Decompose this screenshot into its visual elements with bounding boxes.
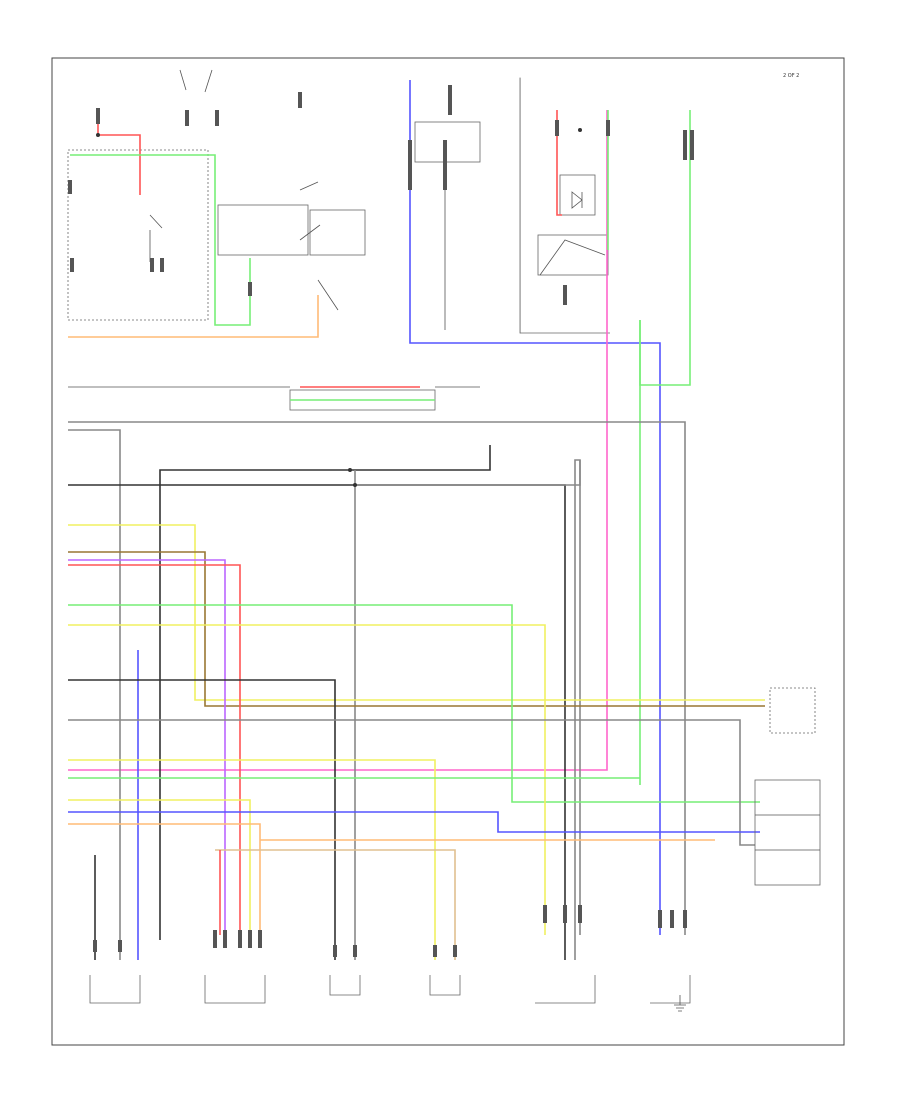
wire-orange-top [68,295,319,338]
wire-yellow-1 [68,524,765,701]
module-divider-1 [755,814,820,851]
connector-icon [213,930,217,948]
splice-points [96,128,582,487]
wire-black-splice-1 [159,445,491,940]
corner-label: 2 OF 2 [783,73,799,79]
wire-yellow-harness [68,624,546,935]
bottom-bracket-5 [535,975,596,1004]
wire-blue-harness [68,811,760,833]
wire-blue-top [409,80,661,935]
bottom-bracket-4 [429,975,461,996]
switch-contact-4 [299,181,321,241]
wire-pink-top [68,110,608,771]
splice-dot [578,128,582,132]
connector-icon [215,110,219,126]
diode-icon [571,191,583,209]
connector-icon [453,945,457,957]
splice-dot [96,133,100,137]
wire-red-right [556,110,562,216]
module-box-upper-right [769,687,816,734]
connector-icon [160,258,164,272]
component-box-switch [309,209,366,256]
relay-coil [539,239,606,276]
wire-gray-splice [354,459,581,960]
wire-black-harness [68,679,336,960]
wire-gray-long-1 [68,421,686,935]
wire-orange-harness [68,823,715,935]
connector-icon [555,120,559,136]
bottom-bracket-2 [204,975,266,1004]
connector-icon [223,930,227,948]
connector-icon [238,930,242,948]
wire-tan-harness [215,849,456,960]
wire-red-harness [68,564,241,935]
connector-icon [448,85,452,115]
wire-gray-long-2 [68,429,121,960]
connector-icon [248,282,252,296]
connector-icon [408,140,412,190]
connector-icon [96,108,100,124]
connector-icon [563,905,567,923]
connector-icon [578,905,582,923]
diode-box [559,174,596,216]
fuse-block [414,121,481,163]
connector-icon [606,120,610,136]
connector-icon [353,945,357,957]
wire-black-splice-2 [68,484,566,960]
switch-contact-3 [317,279,339,311]
connector-icon [185,110,189,126]
connector-icon [70,258,74,272]
connector-icon [443,140,447,190]
wire-red-top [97,110,141,195]
connector-icon [93,940,97,952]
switch-contact-1 [149,214,163,262]
connector-icon [150,258,154,272]
connector-icon [658,910,662,928]
connector-icon [298,92,302,108]
switch-contact-2 [179,69,213,93]
wire-gray-harness-2 [68,719,755,846]
connector-icon [258,930,262,948]
top-right-component-group [520,174,610,334]
connector-icon [670,910,674,928]
connector-icon [543,905,547,923]
connector-pins-top [68,85,694,305]
component-box-relay [217,204,309,256]
connector-pins-bottom [93,905,687,957]
connector-icon [433,945,437,957]
connector-icon [68,180,72,194]
top-left-component-group [67,69,366,321]
wire-yellow-harness-2 [68,759,436,960]
bottom-bracket-1 [89,975,141,1004]
component-box-top-left [67,149,209,321]
bottom-bracket-3 [329,975,361,996]
relay-box-right [537,234,609,276]
wire-yellow-harness-3 [68,799,251,935]
connector-icon [248,930,252,948]
connector-icon [683,130,687,160]
connector-icon [683,910,687,928]
wire-violet-1 [68,559,226,935]
splice-dot [353,483,357,487]
wire-green-top-left [70,154,251,326]
connector-icon [690,130,694,160]
ground-icon [674,995,686,1012]
connector-icon [563,285,567,305]
bottom-bracket-6 [650,975,691,1004]
diagram-frame [51,57,845,1046]
connector-icon [333,945,337,957]
wire-brown-1 [68,551,765,707]
module-box-lower-right [754,779,821,886]
top-center-component-group [414,77,521,334]
connector-icon [118,940,122,952]
wire-green-harness [68,604,760,803]
splice-dot [348,468,352,472]
